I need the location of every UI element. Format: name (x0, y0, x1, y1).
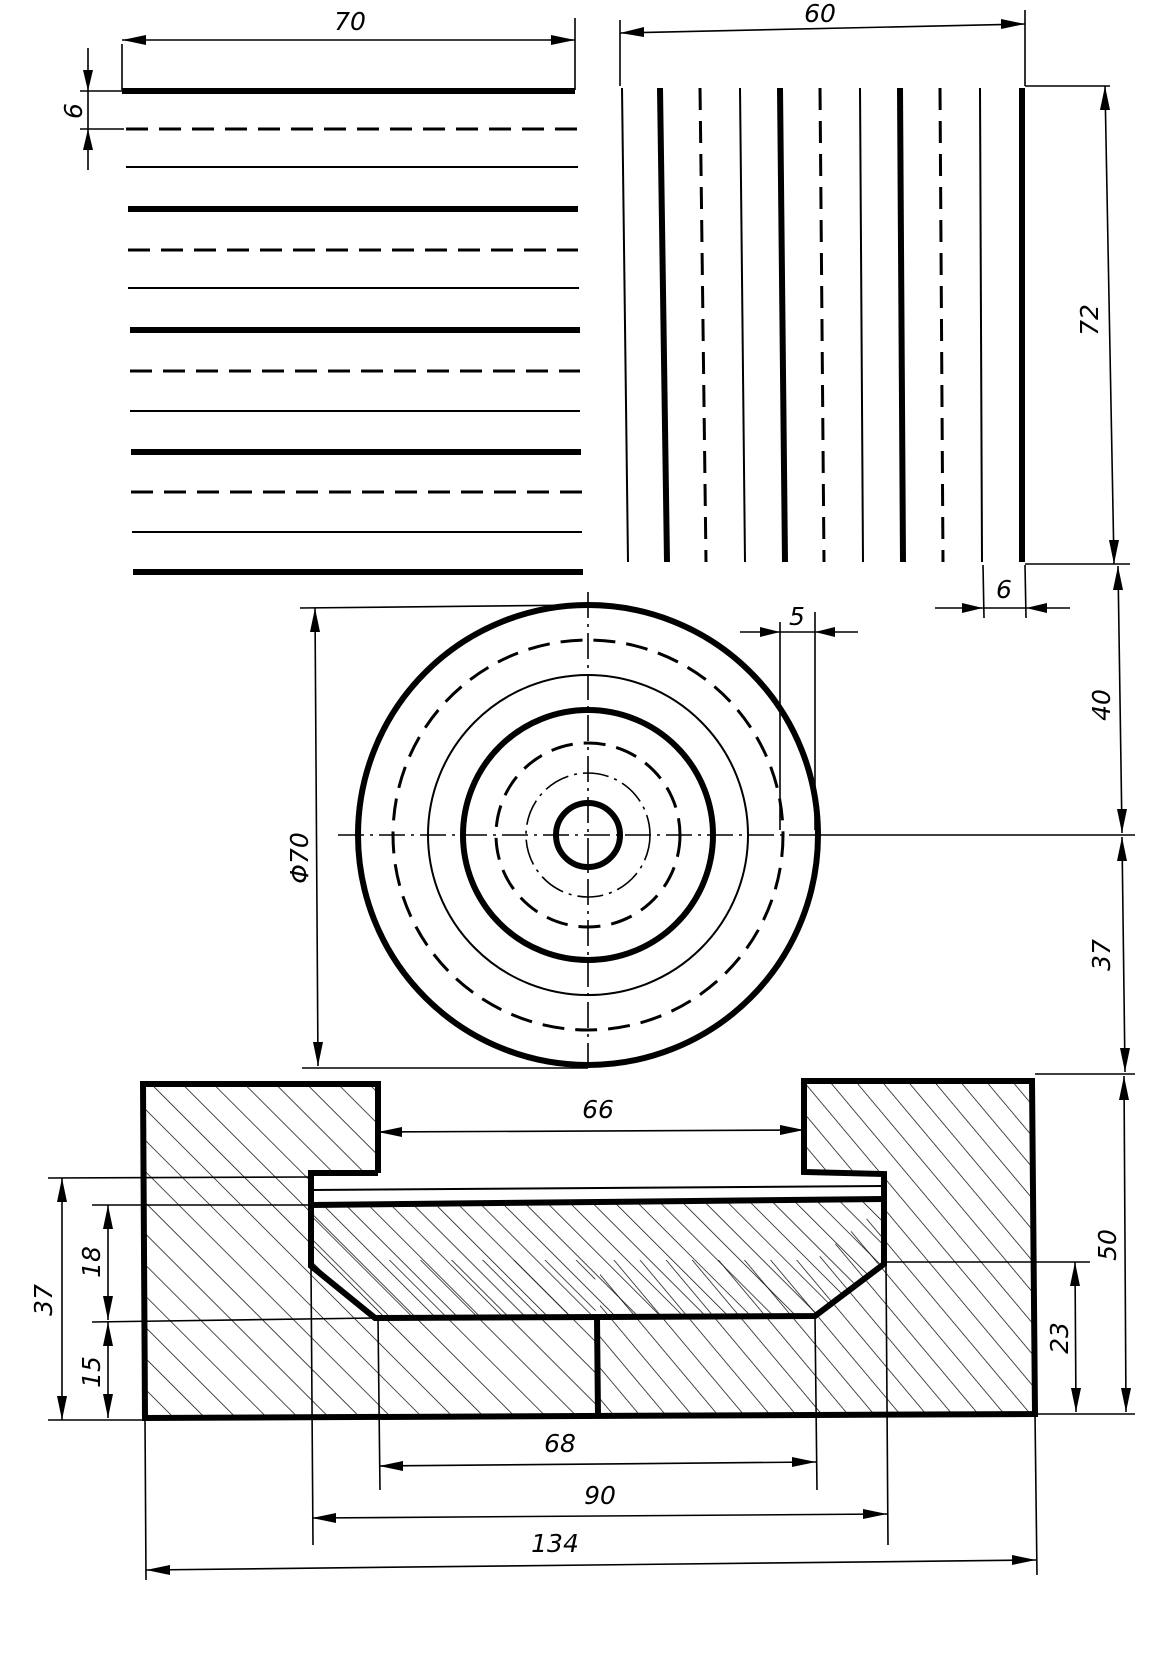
vertical-lines-exercise (621, 87, 1025, 563)
dimension-37-left: 37 (29, 1176, 312, 1421)
dim-label-70: 70 (334, 7, 366, 36)
dimension-70: 70 (121, 7, 576, 90)
dimension-40: 40 (1087, 565, 1127, 834)
dimension-72: 72 (1025, 85, 1130, 565)
dim-label-37-left: 37 (29, 1284, 58, 1316)
dimension-15: 15 (77, 1322, 113, 1418)
dimension-50: 50 (1035, 1075, 1135, 1415)
dimension-90: 90 (310, 1263, 889, 1546)
dimension-68: 68 (377, 1315, 818, 1491)
dimension-37-right: 37 (1035, 836, 1135, 1075)
dimension-18: 18 (77, 1204, 376, 1323)
dimension-23: 23 (884, 1261, 1090, 1413)
dim-label-134: 134 (531, 1529, 579, 1558)
concentric-circles-exercise (338, 592, 1135, 1068)
dim-label-5: 5 (789, 602, 805, 631)
dim-label-diameter-70: Φ70 (285, 832, 314, 884)
dim-label-6-left: 6 (59, 103, 88, 119)
dim-label-60: 60 (804, 0, 836, 28)
dim-label-18: 18 (77, 1246, 106, 1278)
dim-label-40: 40 (1087, 689, 1116, 721)
dim-label-66: 66 (582, 1095, 614, 1124)
dim-label-6-right: 6 (996, 575, 1012, 604)
dim-label-37-right: 37 (1087, 939, 1116, 971)
dim-label-72: 72 (1075, 304, 1104, 336)
dimension-134: 134 (144, 1413, 1038, 1581)
dimension-5: 5 (740, 602, 858, 830)
dim-label-50: 50 (1093, 1229, 1122, 1261)
dimension-60: 60 (619, 0, 1026, 86)
dim-label-90: 90 (584, 1481, 616, 1510)
dim-label-68: 68 (544, 1429, 576, 1458)
dim-label-15: 15 (77, 1356, 106, 1388)
horizontal-lines-exercise (122, 88, 583, 575)
sectional-view (139, 1078, 1039, 1422)
dimension-6-right: 6 (935, 564, 1070, 619)
dimension-6-left: 6 (59, 48, 124, 170)
dimension-66: 66 (377, 1095, 805, 1137)
dimension-diameter-70: Φ70 (285, 604, 589, 1069)
dim-label-23: 23 (1045, 1322, 1074, 1354)
